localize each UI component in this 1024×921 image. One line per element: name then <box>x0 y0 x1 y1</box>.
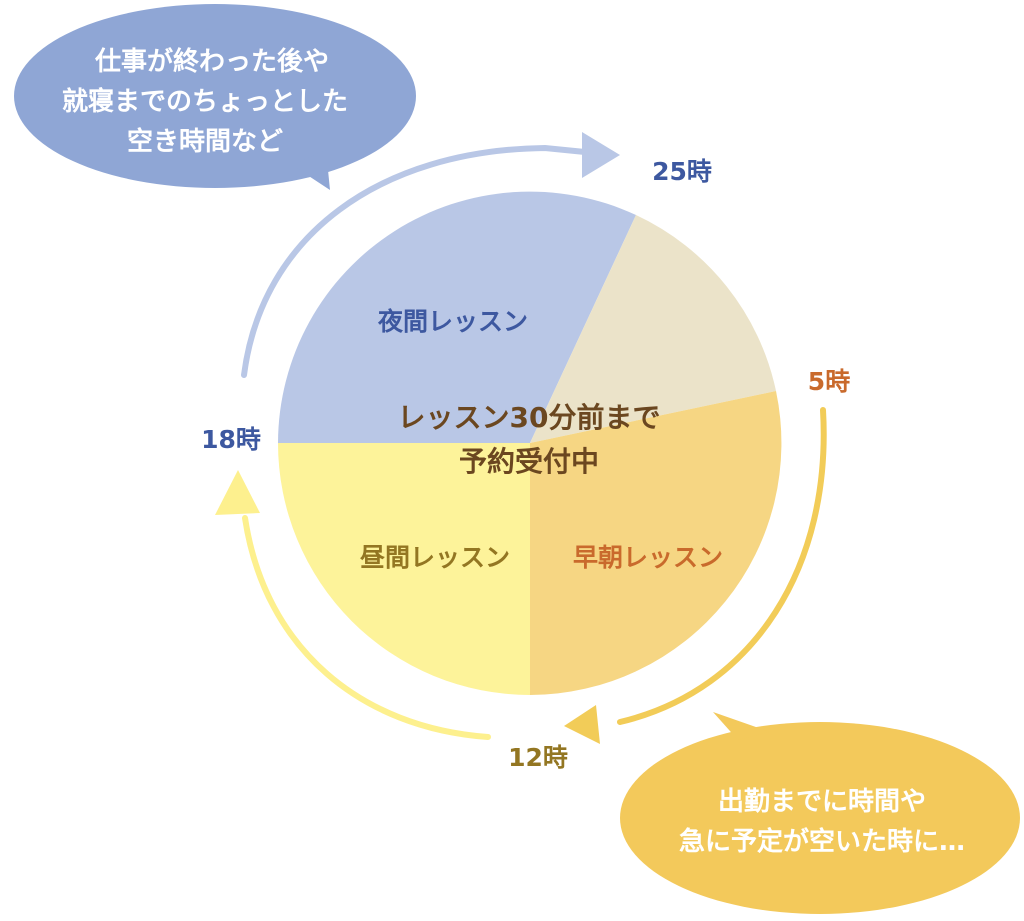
hour-5-label: 5時 <box>808 367 850 396</box>
arrow-5-to-12-arc <box>617 407 827 725</box>
unassigned-time-segment <box>530 215 776 443</box>
hour-18-label: 18時 <box>201 425 261 454</box>
booking-notice-line2: 予約受付中 <box>459 445 599 478</box>
early-morning-lesson-segment <box>530 391 782 695</box>
daytime-lesson-segment <box>278 443 530 695</box>
early-lesson-label: 早朝レッスン <box>573 543 723 572</box>
hour-25-label: 25時 <box>652 157 712 186</box>
morning-callout-bubble <box>620 712 1020 914</box>
night-callout-line2: 就寝までのちょっとした <box>62 86 348 117</box>
hour-12-label: 12時 <box>508 743 568 772</box>
night-lesson-segment <box>278 191 636 443</box>
arrow-5-to-12-head <box>564 705 600 744</box>
arrow-12-to-18-head <box>215 470 260 515</box>
morning-callout-line2: 急に予定が空いた時に… <box>679 826 965 857</box>
night-callout-line3: 空き時間など <box>127 126 283 157</box>
booking-notice-line1: レッスン30分前まで <box>398 401 661 434</box>
arrow-18-to-25-head <box>582 132 620 178</box>
arrow-18-to-25-arc <box>241 144 588 378</box>
night-callout-bubble <box>14 4 416 190</box>
night-callout-line1: 仕事が終わった後や <box>94 46 329 77</box>
night-lesson-label: 夜間レッスン <box>377 307 528 336</box>
arrow-12-to-18-arc <box>242 515 491 740</box>
morning-callout-line1: 出勤までに時間や <box>718 787 926 817</box>
day-lesson-label: 昼間レッスン <box>360 543 510 572</box>
